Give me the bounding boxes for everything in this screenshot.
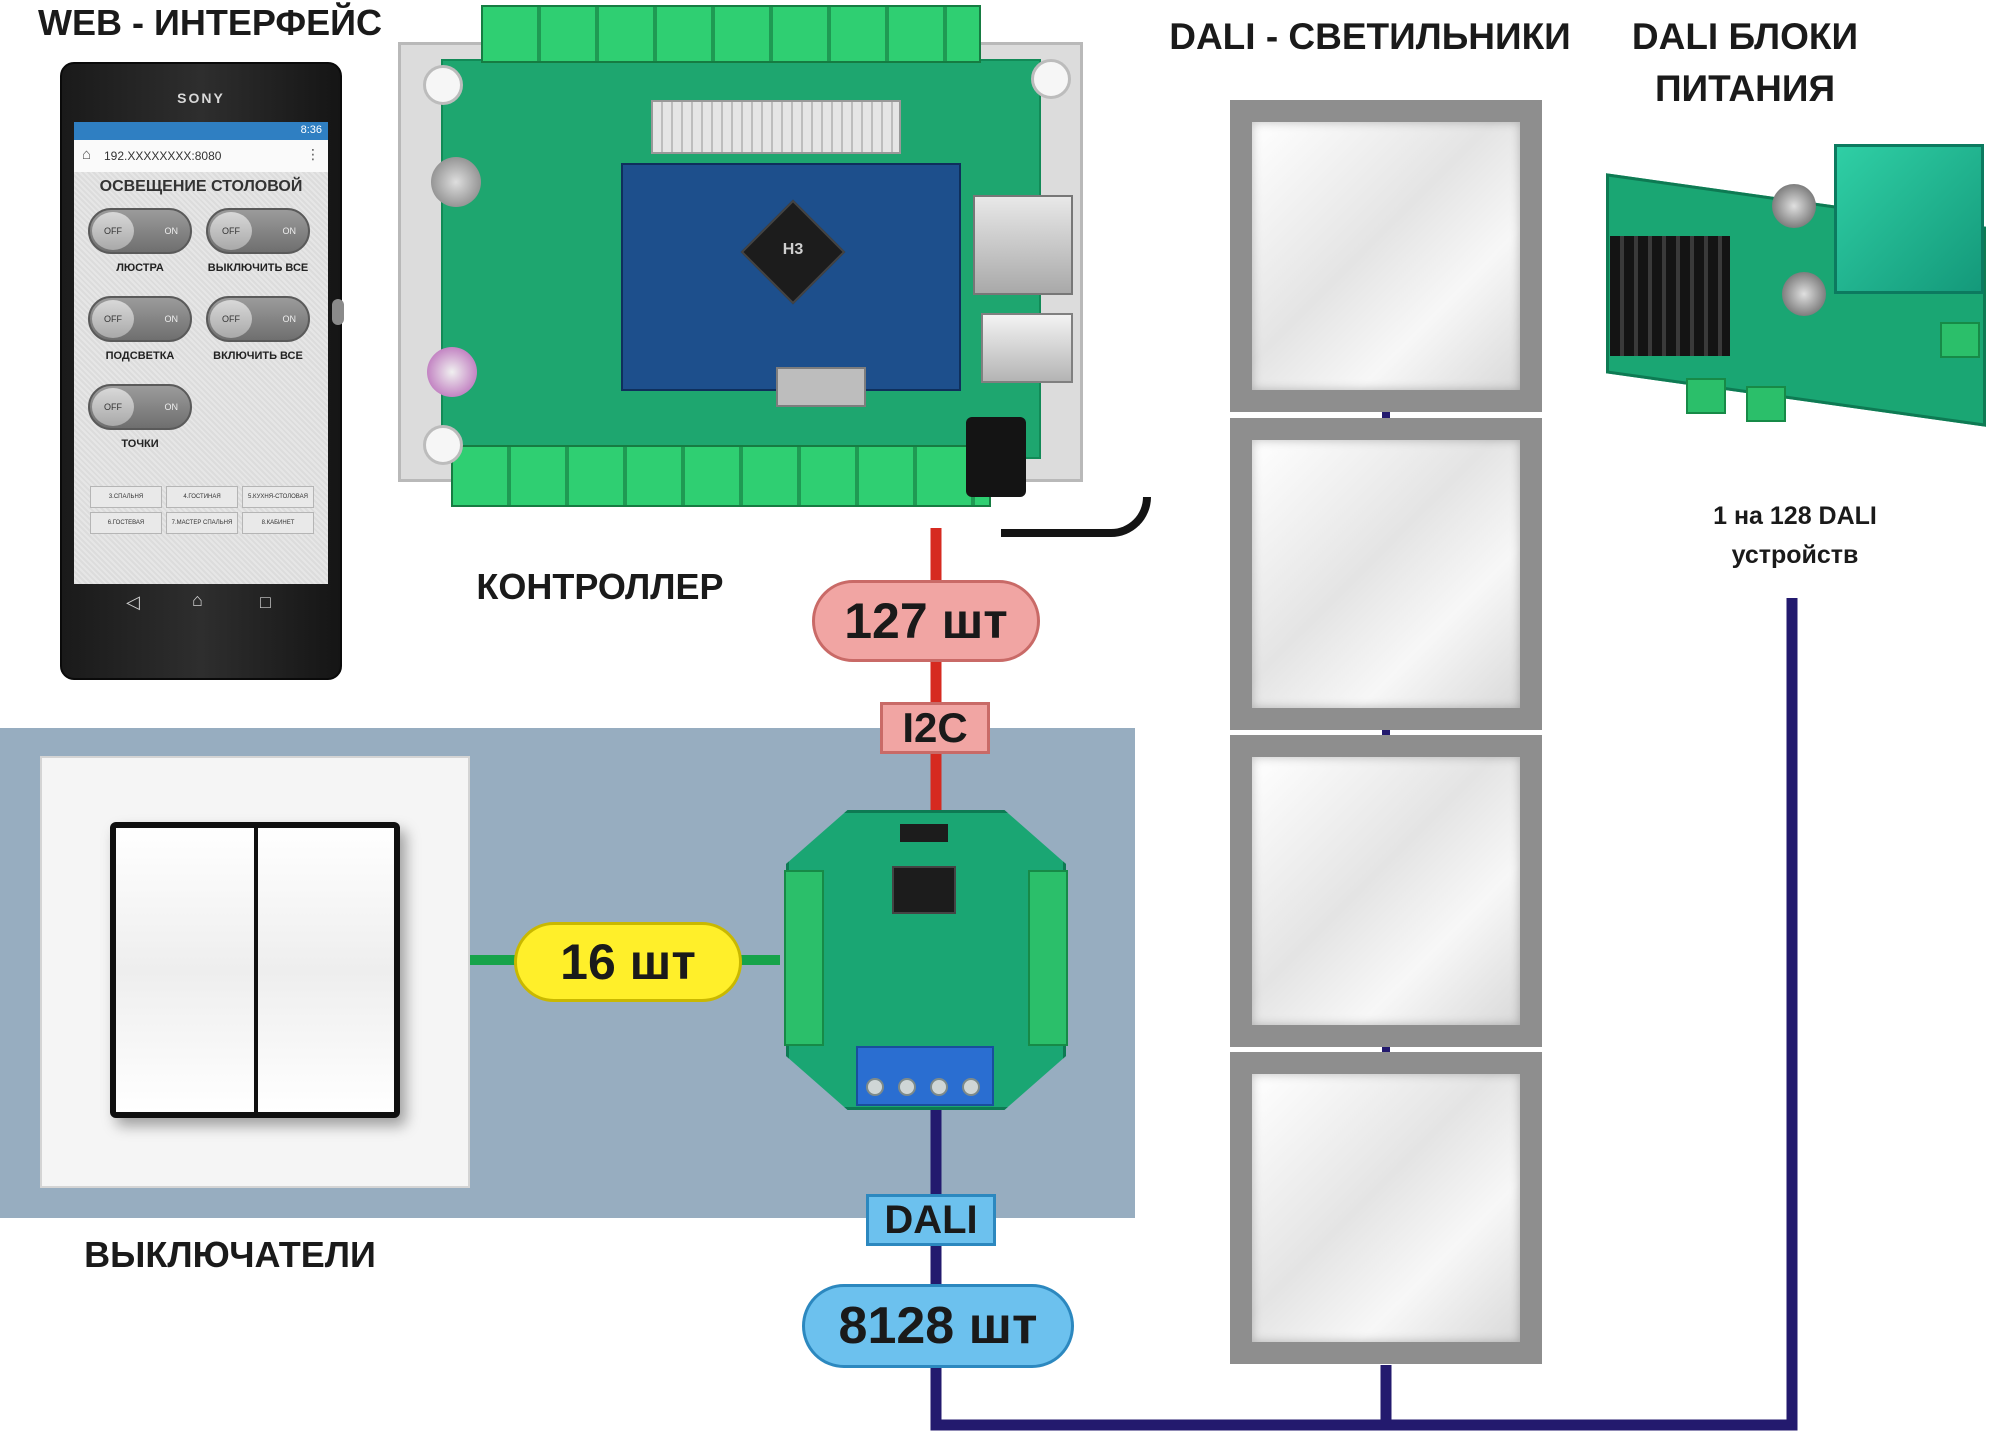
home-nav-icon[interactable]: ⌂	[192, 590, 203, 610]
hdmi-port	[776, 367, 866, 407]
switch-module	[776, 810, 1076, 1120]
power-cable	[1001, 497, 1151, 537]
switch-key-right[interactable]	[258, 828, 394, 1112]
psu-transformer	[1834, 144, 1984, 294]
dali-lamp-3	[1230, 735, 1542, 1047]
switch-module-chip	[892, 866, 956, 914]
switch-module-connector-top	[900, 824, 948, 842]
psu-terminal-1	[1686, 378, 1726, 414]
room-button-office[interactable]: 8.КАБИНЕТ	[242, 512, 314, 534]
psu-note-line2: устройств	[1731, 541, 1859, 569]
phone-brand: SONY	[177, 90, 225, 106]
dali-bus	[930, 598, 1798, 1431]
status-bar: 8:36	[74, 122, 328, 140]
dali-terminal	[856, 1046, 994, 1106]
toggle-label-spots: ТОЧКИ	[121, 438, 159, 450]
browser-menu-icon[interactable]: ⋮	[306, 146, 320, 162]
mount-hole-tr	[1031, 59, 1071, 99]
dali-lamp-2	[1230, 418, 1542, 730]
dali-lamps-heading: DALI - СВЕТИЛЬНИКИ	[1169, 16, 1571, 57]
dali-psu-heading-line2: ПИТАНИЯ	[1654, 68, 1836, 109]
dali-count-pill: 8128 шт	[802, 1284, 1074, 1368]
mount-hole-tl	[423, 65, 463, 105]
capacitor-bottom	[427, 347, 477, 397]
room-button-master[interactable]: 7.МАСТЕР СПАЛЬНЯ	[166, 512, 238, 534]
psu-capacitor-1	[1772, 184, 1816, 228]
back-icon[interactable]: ◁	[126, 592, 140, 612]
status-time: 8:36	[300, 124, 322, 136]
dali-psu-heading-line1: DALI БЛОКИ	[1631, 16, 1859, 57]
terminal-block-bottom	[451, 445, 991, 507]
psu-heatsink	[1610, 236, 1730, 356]
recent-apps-icon[interactable]: □	[260, 592, 271, 612]
dali-lamp-4	[1230, 1052, 1542, 1364]
phone-nav-bar: ◁ ⌂ □	[74, 584, 328, 624]
smartphone: SONY 8:36 ⌂ 192.XXXXXXXX:8080 ⋮ ОСВЕЩЕНИ…	[60, 62, 344, 680]
ethernet-port	[973, 195, 1073, 295]
switch-module-terminal-right	[1028, 870, 1068, 1046]
terminal-block-top	[481, 5, 981, 63]
mount-hole-bl	[423, 425, 463, 465]
wall-switch	[40, 756, 470, 1188]
switch-key-left[interactable]	[116, 828, 254, 1112]
toggle-label-all-on: ВКЛЮЧИТЬ ВСЕ	[213, 350, 303, 362]
room-button-living-room[interactable]: 4.ГОСТИНАЯ	[166, 486, 238, 508]
toggle-label-all-off: ВЫКЛЮЧИТЬ ВСЕ	[207, 262, 309, 274]
phone-power-button[interactable]	[332, 299, 344, 325]
dali-power-supply	[1596, 140, 1996, 430]
room-button-guest[interactable]: 6.ГОСТЕВАЯ	[90, 512, 162, 534]
switch-module-terminal-left	[784, 870, 824, 1046]
switches-heading: ВЫКЛЮЧАТЕЛИ	[84, 1234, 376, 1275]
page-title: ОСВЕЩЕНИЕ СТОЛОВОЙ	[99, 178, 303, 195]
usb-port	[981, 313, 1073, 383]
ribbon-connector	[651, 100, 901, 154]
power-jack	[966, 417, 1026, 497]
phone-screen: 8:36 ⌂ 192.XXXXXXXX:8080 ⋮ ОСВЕЩЕНИЕ СТО…	[74, 122, 328, 584]
psu-terminal-2	[1746, 386, 1786, 422]
room-button-bedroom[interactable]: 3.СПАЛЬНЯ	[90, 486, 162, 508]
controller-heading: КОНТРОЛЛЕР	[476, 566, 724, 607]
toggle-label-backlight: ПОДСВЕТКА	[105, 350, 175, 362]
browser-bar: ⌂ 192.XXXXXXXX:8080 ⋮	[74, 140, 328, 173]
toggle-label-chandelier: ЛЮСТРА	[116, 262, 164, 274]
capacitor-top	[431, 157, 481, 207]
url-field[interactable]: 192.XXXXXXXX:8080	[104, 149, 222, 163]
switch-count-pill: 16 шт	[514, 922, 742, 1002]
i2c-count-pill: 127 шт	[812, 580, 1040, 662]
web-interface-heading: WEB - ИНТЕРФЕЙС	[37, 2, 382, 43]
cpu-chip-label: H3	[782, 241, 804, 258]
dali-lamp-1	[1230, 100, 1542, 412]
room-button-kitchen[interactable]: 5.КУХНЯ-СТОЛОВАЯ	[242, 486, 314, 508]
dali-tag: DALI	[866, 1194, 996, 1246]
psu-capacitor-2	[1782, 272, 1826, 316]
psu-terminal-3	[1940, 322, 1980, 358]
i2c-tag: I2C	[880, 702, 990, 754]
controller: H3	[398, 5, 1151, 537]
home-icon[interactable]: ⌂	[82, 146, 92, 163]
psu-note-line1: 1 на 128 DALI	[1713, 502, 1877, 530]
